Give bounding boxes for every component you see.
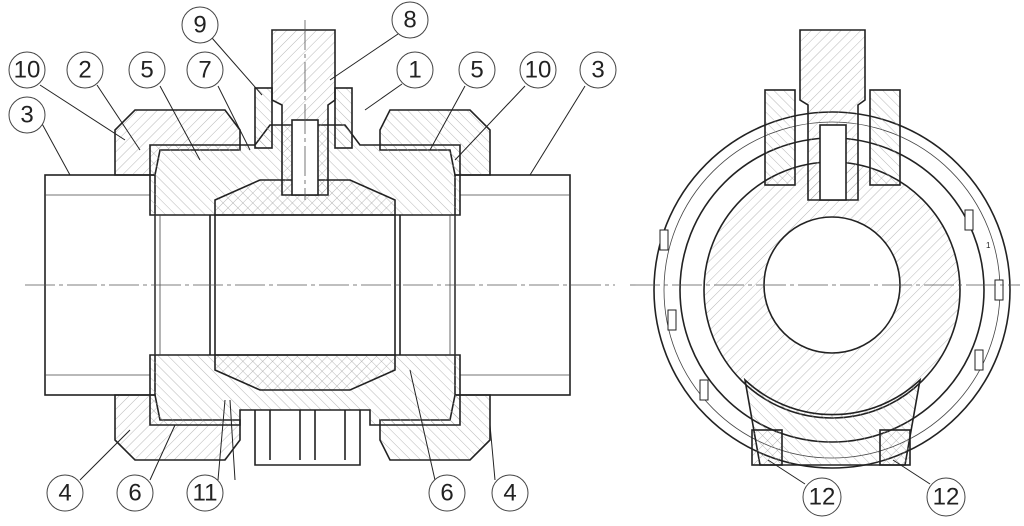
transverse-section-view: 1 [630,29,1020,469]
svg-text:4: 4 [503,480,516,507]
label-3-left: 3 [8,96,46,134]
label-10-right: 10 [519,51,557,89]
label-6-right: 6 [428,474,466,512]
svg-text:7: 7 [198,57,211,84]
label-5-left: 5 [128,51,166,89]
label-12-right: 12 [926,477,966,517]
label-10-left: 10 [8,51,46,89]
svg-text:10: 10 [14,57,41,84]
svg-text:5: 5 [140,57,153,84]
label-8: 8 [391,1,429,39]
body-base [743,377,922,466]
svg-text:6: 6 [128,480,141,507]
leader-lines [39,33,931,485]
longitudinal-section-view [25,20,615,466]
svg-text:1: 1 [408,57,421,84]
label-7: 7 [186,51,224,89]
svg-text:3: 3 [20,102,33,129]
label-2: 2 [66,51,104,89]
label-11: 11 [186,474,224,512]
svg-text:12: 12 [933,484,960,511]
stem-seal-left [254,87,273,149]
svg-text:11: 11 [193,480,218,507]
svg-text:10: 10 [525,57,552,84]
label-4-right: 4 [491,474,529,512]
svg-text:12: 12 [809,484,836,511]
ring-mark: 1 [986,241,991,250]
svg-text:8: 8 [403,7,416,34]
stem [271,29,336,196]
label-5-right: 5 [458,51,496,89]
label-12-left: 12 [802,477,842,517]
svg-text:4: 4 [58,480,71,507]
label-1: 1 [396,51,434,89]
label-9: 9 [181,6,219,44]
svg-text:5: 5 [470,57,483,84]
label-4-left: 4 [46,474,84,512]
stem-side [799,29,866,201]
threaded-insert-left [751,429,783,466]
svg-text:2: 2 [78,57,91,84]
svg-text:6: 6 [440,480,453,507]
svg-text:9: 9 [193,12,206,39]
label-6-left: 6 [116,474,154,512]
part-labels: 9 8 10 2 5 7 1 5 10 3 3 4 6 11 6 4 12 12 [8,1,966,517]
threaded-insert-right [879,429,911,466]
label-3-right: 3 [579,51,617,89]
svg-text:3: 3 [591,57,604,84]
stem-seal-right [334,87,353,149]
